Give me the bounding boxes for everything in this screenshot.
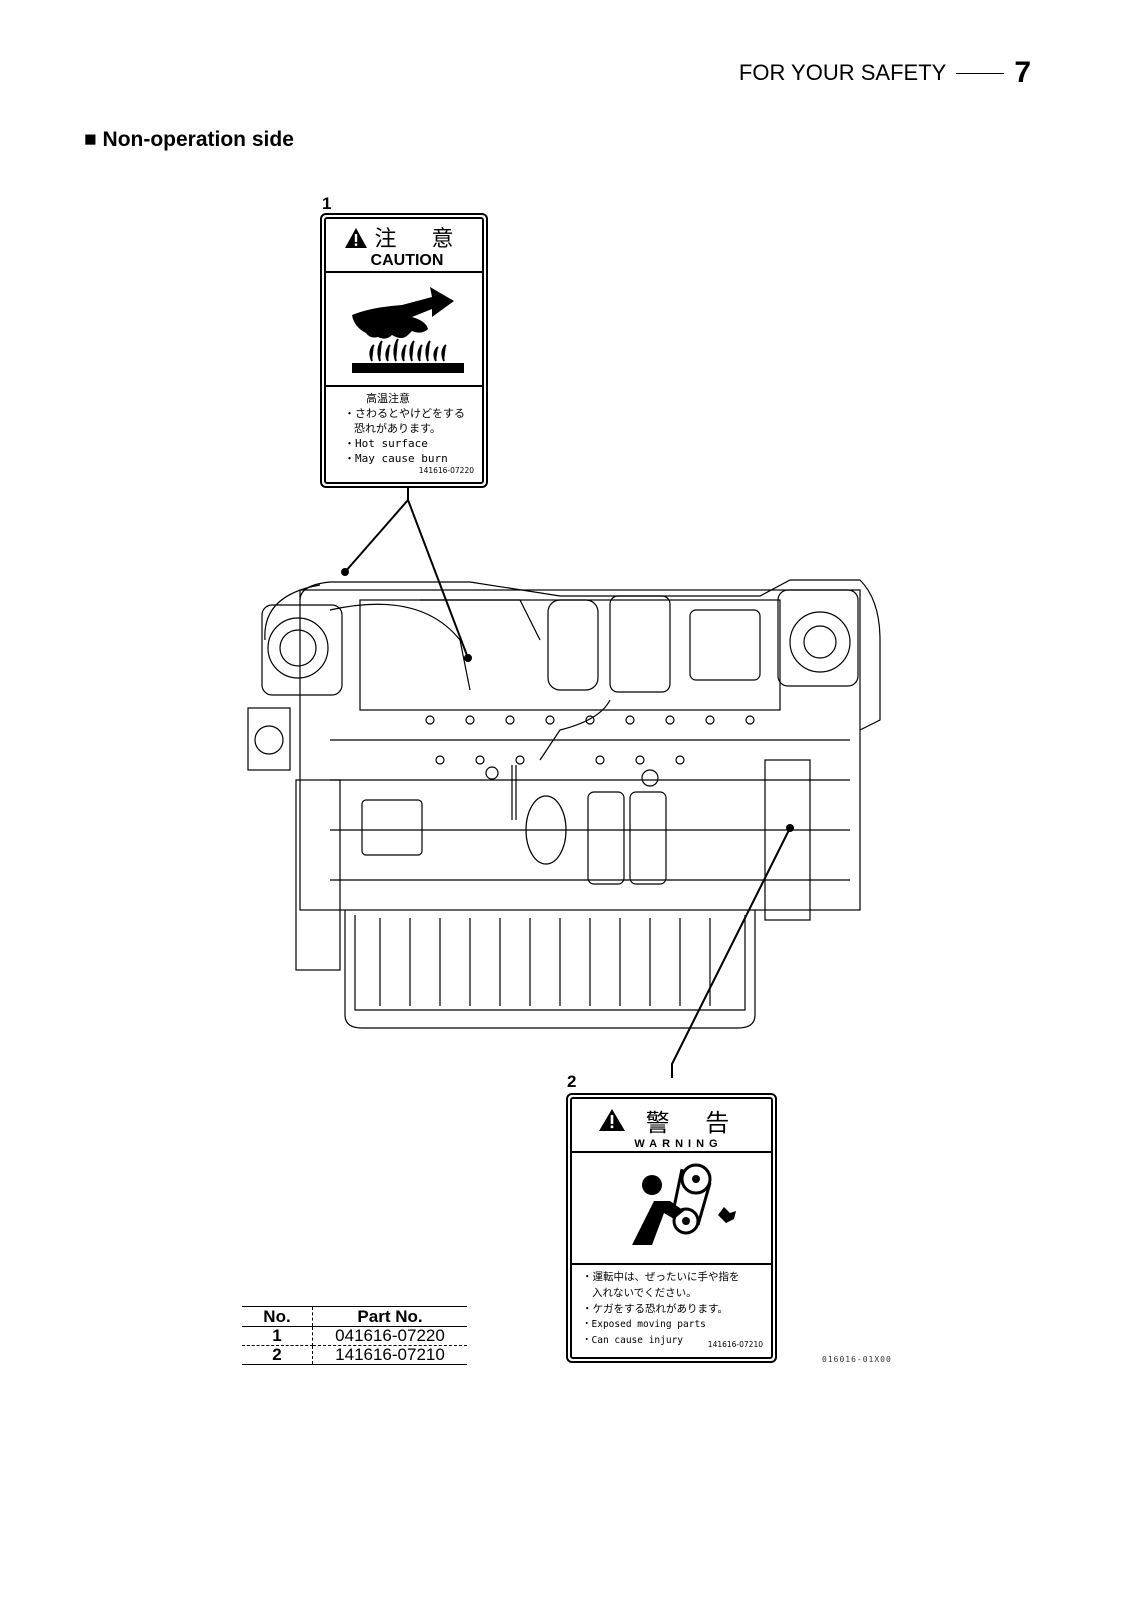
caution-line-5: ・May cause burn <box>344 452 448 465</box>
caution-part-code: 141616-07220 <box>418 466 474 475</box>
section-bullet: ■ <box>84 128 97 151</box>
warning-triangle-icon <box>599 1109 625 1131</box>
callout-2: 2 <box>567 1072 577 1091</box>
engine-outline-icon <box>247 579 881 1029</box>
warning-text-block: ・運転中は、ぜったいに手や指を 入れないでください。 ・ケガをする恐れがあります… <box>572 1265 771 1361</box>
caution-line-3: 恐れがあります。 <box>354 422 441 435</box>
leader-lines <box>341 488 794 1078</box>
caution-line-4: ・Hot surface <box>344 437 428 450</box>
header-part-no: Part No. <box>312 1306 467 1327</box>
parts-table-wrap: No. Part No. 1 041616-07220 2 141616-072… <box>242 1306 467 1365</box>
parts-table-header: No. Part No. <box>242 1306 467 1327</box>
parts-table: No. Part No. 1 041616-07220 2 141616-072… <box>242 1306 467 1365</box>
table-row: 2 141616-07210 <box>242 1345 467 1365</box>
warning-header: 警 告 WARNING <box>572 1099 771 1153</box>
caution-jp: 注 意 <box>374 227 468 252</box>
table-row: 1 041616-07220 <box>242 1326 467 1346</box>
row-part-no: 141616-07210 <box>312 1345 467 1365</box>
row-part-no: 041616-07220 <box>312 1326 467 1346</box>
caution-text-block: 高温注意 ・さわるとやけどをする 恐れがあります。 ・Hot surface ・… <box>326 387 482 486</box>
warning-part-code: 141616-07210 <box>707 1340 763 1349</box>
header-title: FOR YOUR SAFETY <box>738 60 947 85</box>
warning-line-1: ・運転中は、ぜったいに手や指を <box>582 1271 740 1283</box>
caution-line-2: ・さわるとやけどをする <box>344 407 465 420</box>
page-number: 7 <box>1014 56 1031 89</box>
warning-pictogram-area <box>572 1153 771 1265</box>
warning-line-5: ・Can cause injury <box>582 1335 684 1346</box>
warning-label-inner: 警 告 WARNING ・運転中は、ぜったいに手や指を 入れないでください。 ・… <box>570 1097 773 1359</box>
row-no: 1 <box>242 1326 313 1346</box>
warning-triangle-icon <box>345 228 367 248</box>
hot-surface-hand-icon <box>352 287 464 373</box>
row-no: 2 <box>242 1345 313 1365</box>
caution-header: 注 意 CAUTION <box>326 219 482 273</box>
warning-en: WARNING <box>634 1138 723 1150</box>
header-no: No. <box>242 1306 313 1327</box>
page-header: FOR YOUR SAFETY 7 <box>739 56 1031 90</box>
callout-1: 1 <box>322 194 332 213</box>
warning-jp: 警 告 <box>645 1109 744 1137</box>
section-title: ■ Non-operation side <box>84 128 294 152</box>
caution-label: 注 意 CAUTION 高温注意 ・さわるとやけどをする 恐れがあります。 ・H… <box>320 213 488 488</box>
caution-line-1: 高温注意 <box>366 392 410 405</box>
warning-label: 警 告 WARNING ・運転中は、ぜったいに手や指を 入れないでください。 ・… <box>566 1093 777 1363</box>
belt-entanglement-icon <box>632 1163 736 1245</box>
figure-code: 016016-01X00 <box>822 1355 892 1364</box>
header-rule <box>956 72 1005 74</box>
section-title-text: Non-operation side <box>102 128 294 151</box>
warning-line-2: 入れないでください。 <box>592 1287 697 1299</box>
warning-line-4: ・Exposed moving parts <box>582 1319 706 1330</box>
caution-en: CAUTION <box>370 252 444 269</box>
warning-line-3: ・ケガをする恐れがあります。 <box>582 1303 728 1315</box>
caution-label-inner: 注 意 CAUTION 高温注意 ・さわるとやけどをする 恐れがあります。 ・H… <box>324 217 484 484</box>
caution-pictogram-area <box>326 273 482 387</box>
